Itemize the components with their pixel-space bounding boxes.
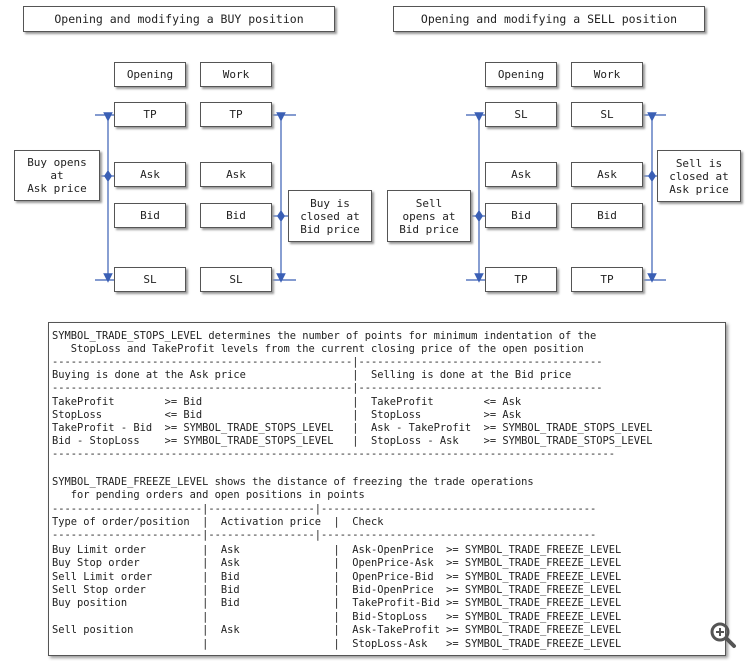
sell-open-note: Sell opens at Bid price: [387, 190, 471, 242]
sell-work-level-tp: TP: [571, 267, 643, 292]
table-line: Sell Stop order | Bid | Bid-OpenPrice >=…: [52, 584, 622, 596]
buy-title: Opening and modifying a BUY position: [23, 6, 335, 32]
buy-opening-level-tp: TP: [114, 102, 186, 127]
table-line: TakeProfit >= Bid | TakeProfit <= Ask: [52, 396, 522, 408]
levels-tables-panel: [48, 322, 726, 656]
table-line: | | Bid-StopLoss >= SYMBOL_TRADE_FREEZE_…: [52, 611, 622, 623]
table-line: StopLoss <= Bid | StopLoss >= Ask: [52, 409, 522, 421]
table-line: Type of order/position | Activation pric…: [52, 516, 384, 528]
sell-open-marker: [475, 210, 483, 222]
table-line: Sell position | Ask | Ask-TakeProfit >= …: [52, 624, 622, 636]
sell-work-header: Work: [571, 62, 643, 87]
table-line: Buy position | Bid | TakeProfit-Bid >= S…: [52, 597, 622, 609]
table-line: ----------------------------------------…: [52, 448, 616, 460]
table-line: for pending orders and open positions in…: [52, 489, 365, 501]
sell-close-note: Sell is closed at Ask price: [657, 150, 741, 202]
table-line: Buy Stop order | Ask | OpenPrice-Ask >= …: [52, 557, 622, 569]
buy-opening-header: Opening: [114, 62, 186, 87]
zoom-in-icon[interactable]: [708, 620, 738, 650]
sell-opening-level-sl: SL: [485, 102, 557, 127]
buy-work-level-bid: Bid: [200, 203, 272, 228]
sell-opening-level-tp: TP: [485, 267, 557, 292]
buy-work-level-ask: Ask: [200, 162, 272, 187]
buy-close-note: Buy is closed at Bid price: [288, 190, 372, 242]
buy-open-marker: [104, 170, 112, 182]
buy-opening-level-sl: SL: [114, 267, 186, 292]
table-line: ------------------------|---------------…: [52, 529, 597, 541]
buy-work-level-tp: TP: [200, 102, 272, 127]
buy-open-note: Buy opens at Ask price: [14, 150, 100, 201]
table-line: ------------------------|---------------…: [52, 503, 597, 515]
sell-work-level-bid: Bid: [571, 203, 643, 228]
table-line: SYMBOL_TRADE_FREEZE_LEVEL shows the dist…: [52, 476, 534, 488]
table-line: ----------------------------------------…: [52, 382, 603, 394]
table-line: TakeProfit - Bid >= SYMBOL_TRADE_STOPS_L…: [52, 422, 653, 434]
table-line: Buy Limit order | Ask | Ask-OpenPrice >=…: [52, 544, 622, 556]
buy-opening-level-ask: Ask: [114, 162, 186, 187]
sell-work-level-ask: Ask: [571, 162, 643, 187]
table-line: Sell Limit order | Bid | OpenPrice-Bid >…: [52, 571, 622, 583]
table-line: StopLoss and TakeProfit levels from the …: [52, 343, 584, 355]
buy-opening-level-bid: Bid: [114, 203, 186, 228]
buy-close-marker: [277, 210, 285, 222]
table-line: Buying is done at the Ask price | Sellin…: [52, 369, 572, 381]
sell-opening-level-bid: Bid: [485, 203, 557, 228]
buy-work-level-sl: SL: [200, 267, 272, 292]
sell-close-marker: [648, 170, 656, 182]
sell-work-level-sl: SL: [571, 102, 643, 127]
buy-work-header: Work: [200, 62, 272, 87]
table-line: Bid - StopLoss >= SYMBOL_TRADE_STOPS_LEV…: [52, 435, 653, 447]
table-line: ----------------------------------------…: [52, 356, 603, 368]
sell-opening-header: Opening: [485, 62, 557, 87]
table-line: SYMBOL_TRADE_STOPS_LEVEL determines the …: [52, 330, 597, 342]
table-line: | | StopLoss-Ask >= SYMBOL_TRADE_FREEZE_…: [52, 638, 622, 650]
sell-title: Opening and modifying a SELL position: [393, 6, 705, 32]
sell-opening-level-ask: Ask: [485, 162, 557, 187]
